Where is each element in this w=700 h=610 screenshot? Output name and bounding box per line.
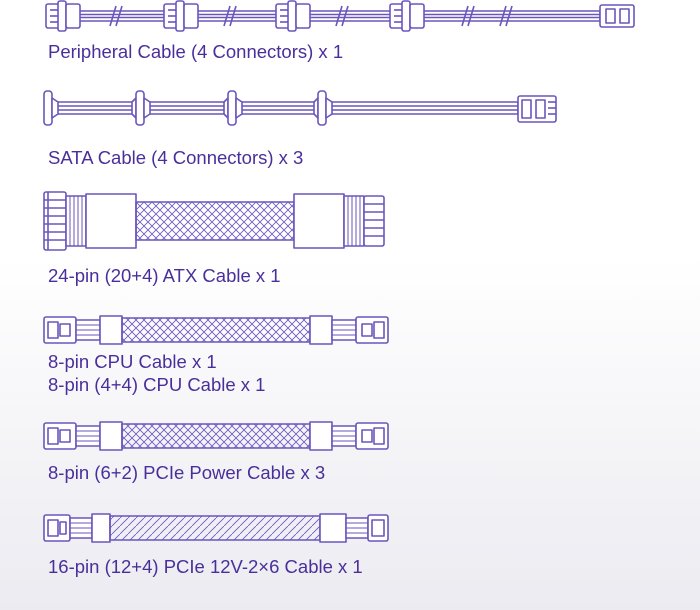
atx-24pin-cable-label: 24-pin (20+4) ATX Cable x 1 xyxy=(48,265,281,286)
pcie-8pin-cable-label: 8-pin (6+2) PCIe Power Cable x 3 xyxy=(48,462,326,483)
atx-24pin-cable-icon xyxy=(43,191,385,251)
pcie-16pin-cable-icon xyxy=(43,513,389,543)
peripheral-cable-label: Peripheral Cable (4 Connectors) x 1 xyxy=(48,41,344,62)
pcie-16pin-cable-label: 16-pin (12+4) PCIe 12V-2×6 Cable x 1 xyxy=(48,556,363,577)
cpu-8pin-cable-label: 8-pin CPU Cable x 1 xyxy=(48,351,217,372)
sata-cable-icon xyxy=(43,90,557,126)
cpu-8pin-cable-icon xyxy=(43,315,389,345)
cpu-4plus4-cable-label: 8-pin (4+4) CPU Cable x 1 xyxy=(48,374,266,395)
pcie-8pin-cable-icon xyxy=(43,421,389,451)
sata-cable-label: SATA Cable (4 Connectors) x 3 xyxy=(48,147,304,168)
peripheral-cable-icon xyxy=(45,0,635,32)
